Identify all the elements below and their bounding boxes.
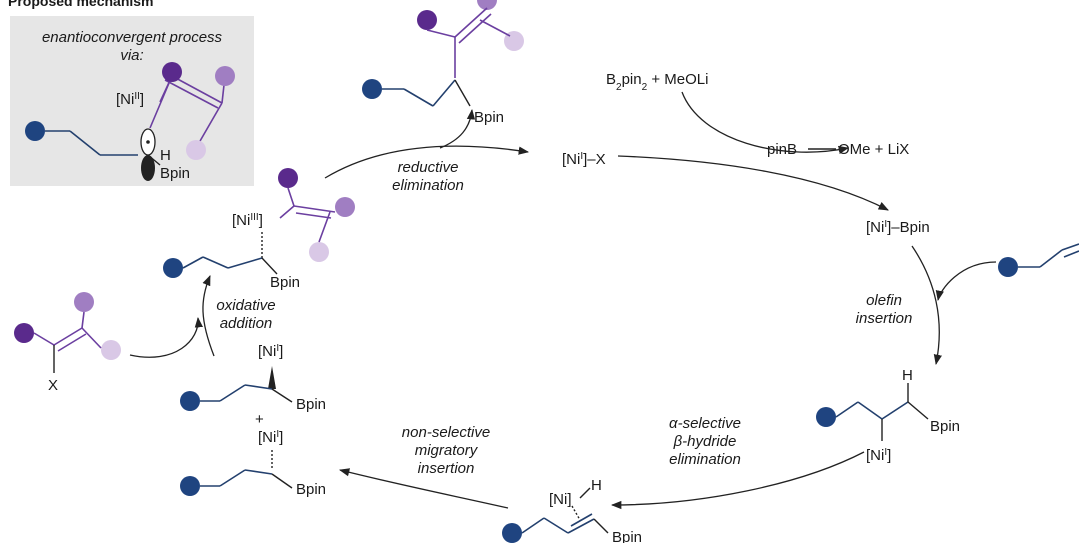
product-molecule: Bpin — [362, 0, 524, 126]
ni1-x-complex: [NiI]–X — [562, 151, 606, 169]
ni-bottom-bpin: Bpin — [296, 481, 326, 498]
step-beta-hydride-1: α-selective — [669, 415, 741, 432]
ni-top-label: [NiI] — [258, 343, 283, 361]
ni3-intermediate: [NiIII] Bpin — [163, 168, 355, 291]
vinyl-x-label: X — [48, 377, 58, 394]
ni-hydride-alkene-complex: [Ni] H Bpin — [502, 477, 642, 543]
arrow-beta-hydride-elimination — [610, 451, 865, 510]
product-bpin: Bpin — [474, 109, 504, 126]
arrow-olefin-insertion — [911, 245, 942, 366]
inset-dark-purple-ball — [162, 62, 182, 82]
step-migratory-insertion-3: insertion — [418, 460, 475, 477]
alkyl-ni-enantiomer-bottom: [NiI] Bpin — [180, 429, 326, 498]
arrow-vinyl-halide-in — [129, 316, 203, 358]
arrow-to-product — [439, 108, 476, 149]
ni-hydride-ni: [Ni] — [549, 491, 572, 508]
step-migratory-insertion-2: migratory — [415, 442, 479, 459]
step-oxidative-addition-1: oxidative — [216, 297, 275, 314]
inset-caption-line2: via: — [120, 47, 143, 64]
inset-ni-label: [NiII] — [116, 91, 144, 109]
ome-lix-byproduct: OMe + LiX — [838, 141, 909, 158]
arrow-olefin-in — [935, 261, 997, 302]
alkyl-ni-intermediate: H Bpin [NiI] — [816, 367, 960, 464]
inset-bpin-label: Bpin — [160, 165, 190, 182]
step-olefin-insertion-2: insertion — [856, 310, 913, 327]
ni-bottom-label: [NiI] — [258, 429, 283, 447]
b2pin2-reagent: B2pin2 + MeOLi — [606, 71, 708, 93]
step-reductive-elimination-1: reductive — [398, 159, 459, 176]
inset-box: enantioconvergent process via: [NiII] H … — [10, 16, 254, 186]
step-olefin-insertion-1: olefin — [866, 292, 902, 309]
ni1-bpin-complex: [NiI]–Bpin — [866, 219, 930, 237]
pinb-ome-byproduct: pinB — [767, 141, 797, 158]
inset-light-purple-ball — [186, 140, 206, 160]
inset-h-label: H — [160, 147, 171, 164]
step-reductive-elimination-2: elimination — [392, 177, 464, 194]
intermediate-ni: [NiI] — [866, 447, 891, 465]
inset-mid-purple-ball — [215, 66, 235, 86]
ni-top-bpin: Bpin — [296, 396, 326, 413]
step-beta-hydride-3: elimination — [669, 451, 741, 468]
inset-caption-line1: enantioconvergent process — [42, 29, 223, 46]
arrow-transmetalation — [617, 155, 889, 211]
arrow-reductive-elimination — [324, 145, 530, 179]
intermediate-bpin: Bpin — [930, 418, 960, 435]
ni3-label: [NiIII] — [232, 212, 263, 230]
ni3-bpin: Bpin — [270, 274, 300, 291]
arrow-b2pin2-in — [681, 91, 850, 154]
step-oxidative-addition-2: addition — [220, 315, 273, 332]
vinyl-halide-substrate: X — [14, 292, 121, 394]
ni-hydride-bpin: Bpin — [612, 529, 642, 543]
step-migratory-insertion-1: non-selective — [402, 424, 490, 441]
plus-sign: + — [255, 411, 264, 428]
figure-title: Proposed mechanism — [8, 0, 154, 9]
arrow-migratory-insertion — [338, 468, 509, 509]
step-beta-hydride-2: β-hydride — [673, 433, 737, 450]
ni-hydride-h: H — [591, 477, 602, 494]
alkyl-ni-enantiomer-top: [NiI] Bpin — [180, 343, 326, 413]
alkene-substrate — [998, 243, 1079, 277]
inset-blue-ball — [25, 121, 45, 141]
arrow-to-oxidative-addition — [202, 275, 215, 357]
intermediate-h: H — [902, 367, 913, 384]
